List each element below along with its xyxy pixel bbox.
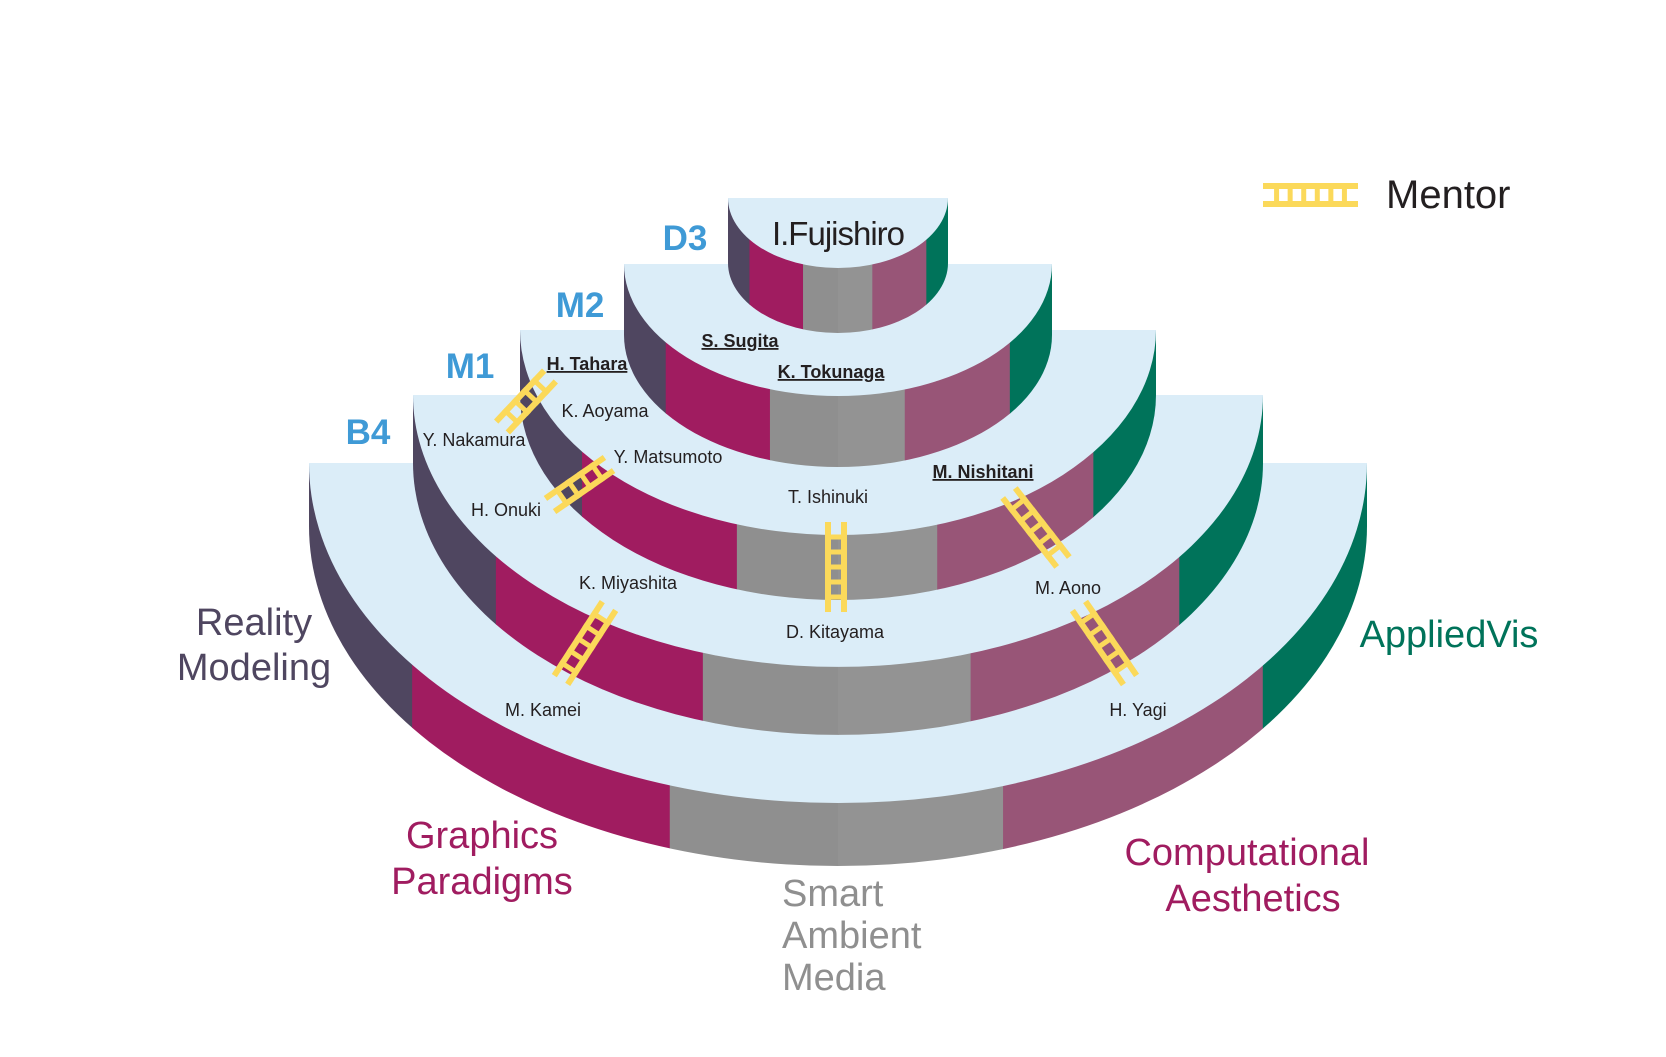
member-name: K. Tokunaga xyxy=(778,362,886,382)
level-label-m1: M1 xyxy=(446,347,495,386)
member-name: S. Sugita xyxy=(701,331,779,351)
level-label-m2: M2 xyxy=(556,286,605,325)
tiers xyxy=(309,198,1367,866)
ladder-icon xyxy=(1069,599,1140,687)
group-label-appliedvis: AppliedVis xyxy=(1360,614,1539,656)
ladder-icon xyxy=(1263,183,1358,207)
member-name: H. Onuki xyxy=(471,500,541,520)
professor-name: I.Fujishiro xyxy=(772,215,904,252)
member-name: Y. Matsumoto xyxy=(614,447,723,467)
member-name: M. Nishitani xyxy=(932,462,1033,482)
member-name: K. Aoyama xyxy=(561,401,649,421)
ladder-icon xyxy=(551,600,619,686)
ladder-icon xyxy=(825,522,847,612)
ladder-icon xyxy=(493,368,559,435)
ladder-icon xyxy=(1000,486,1072,569)
level-label-d3: D3 xyxy=(663,219,708,258)
group-label-line: Smart xyxy=(782,873,884,915)
member-name: H. Tahara xyxy=(547,354,629,374)
group-label-smart-ambient-media: Smart Ambient Media xyxy=(782,873,922,999)
member-name: T. Ishinuki xyxy=(788,487,868,507)
group-label-line: Graphics xyxy=(406,815,558,857)
group-label-line: Computational xyxy=(1124,832,1369,874)
group-label-line: Media xyxy=(782,957,886,999)
group-label-line: Paradigms xyxy=(391,861,573,903)
ladder-icon xyxy=(543,454,616,515)
group-label-line: Modeling xyxy=(177,647,331,689)
member-name: M. Aono xyxy=(1035,578,1101,598)
group-label-graphics-paradigms: Graphics Paradigms xyxy=(391,815,573,903)
group-label-line: Aesthetics xyxy=(1165,878,1340,920)
group-label-reality-modeling: Reality Modeling xyxy=(177,602,331,689)
member-name: D. Kitayama xyxy=(786,622,885,642)
ladder-icon xyxy=(1263,183,1358,207)
tier-top-face xyxy=(728,198,948,268)
tier-d3 xyxy=(728,198,948,333)
member-name: M. Kamei xyxy=(505,700,581,720)
group-label-line: Ambient xyxy=(782,915,922,957)
member-name: H. Yagi xyxy=(1109,700,1166,720)
legend: Mentor xyxy=(1263,173,1511,217)
group-label-line: Reality xyxy=(196,602,312,644)
level-label-b4: B4 xyxy=(346,413,391,452)
member-name: K. Miyashita xyxy=(579,573,678,593)
mentor-ladders xyxy=(493,368,1140,687)
legend-label: Mentor xyxy=(1386,173,1511,217)
group-label-computational-aesthetics: Computational Aesthetics xyxy=(1124,832,1369,920)
member-name: Y. Nakamura xyxy=(423,430,527,450)
